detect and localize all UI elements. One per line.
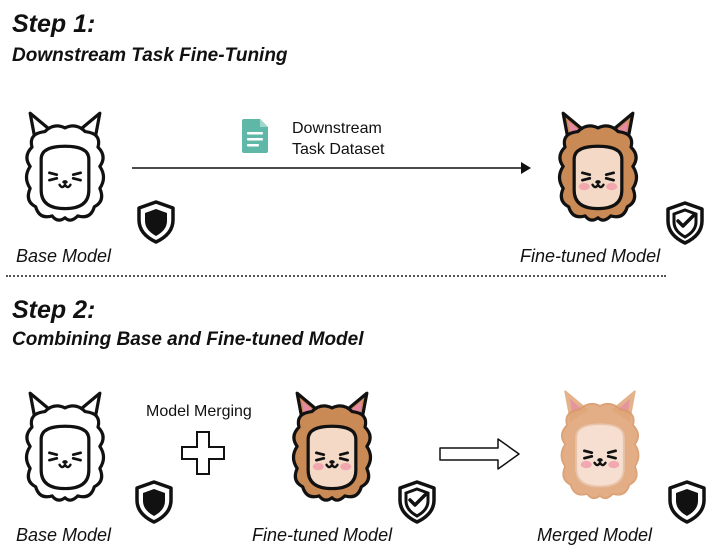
shield-check-icon — [665, 201, 705, 245]
step2-merged-caption: Merged Model — [537, 525, 653, 545]
shield-icon — [667, 480, 707, 524]
dataset-label-line2: Task Dataset — [292, 141, 385, 158]
shield-check-icon — [397, 480, 437, 524]
step1-finetuned-caption: Fine-tuned Model — [520, 246, 661, 266]
finetuned-llama-icon — [277, 378, 387, 513]
shield-icon — [136, 200, 176, 244]
arrow-right-icon — [132, 162, 531, 174]
step1-base-caption: Base Model — [16, 246, 112, 266]
base-llama-icon — [10, 378, 120, 513]
step2-title: Step 2: — [12, 296, 96, 324]
base-llama-icon — [10, 98, 120, 233]
arrow-right-icon — [439, 438, 520, 470]
document-icon — [242, 119, 268, 153]
dataset-label-line1: Downstream — [292, 120, 382, 137]
step1-title: Step 1: — [12, 10, 96, 38]
step2-base-caption: Base Model — [16, 525, 112, 545]
section-divider — [6, 275, 666, 277]
step2-finetuned-caption: Fine-tuned Model — [252, 525, 393, 545]
merged-llama-icon — [545, 376, 655, 511]
finetuned-llama-icon — [543, 98, 653, 233]
model-merging-label: Model Merging — [146, 403, 252, 420]
shield-icon — [134, 480, 174, 524]
step2-subtitle: Combining Base and Fine-tuned Model — [12, 329, 364, 350]
plus-icon — [181, 431, 225, 475]
step1-subtitle: Downstream Task Fine-Tuning — [12, 45, 288, 66]
